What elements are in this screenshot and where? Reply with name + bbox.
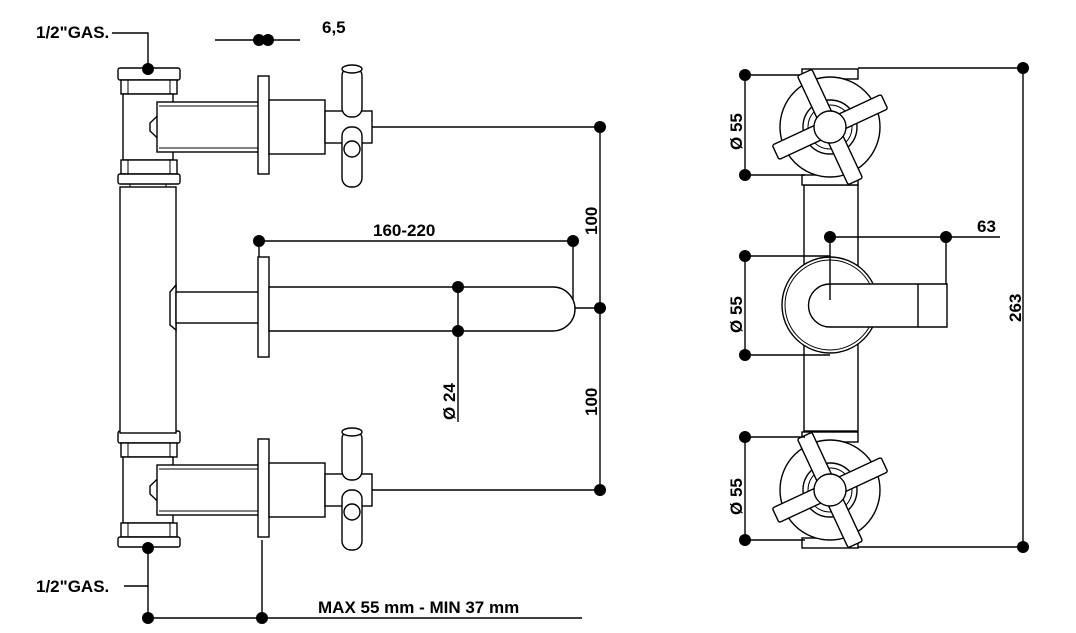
flange-thickness-label: 6,5 <box>322 18 346 37</box>
front-view: Ø 55 Ø 55 Ø 55 63 263 <box>727 46 1029 571</box>
upper-valve <box>117 64 373 188</box>
lever-length-label: 63 <box>977 217 996 236</box>
total-height-label: 263 <box>1006 294 1025 322</box>
upper-spacing-label: 100 <box>582 207 601 235</box>
pipe-column <box>119 184 177 434</box>
side-view: 1/2"GAS. 1/2"GAS. 6,5 100 100 160-220 Ø … <box>36 18 606 624</box>
spout-rosette-diameter-label: Ø 55 <box>727 296 746 333</box>
lower-spacing-label: 100 <box>582 388 601 416</box>
bottom-cross-handle <box>749 409 911 571</box>
depth-range-label: MAX 55 mm - MIN 37 mm <box>318 598 519 617</box>
spout-front <box>781 256 948 354</box>
thread-label-top: 1/2"GAS. <box>36 23 109 42</box>
top-cross-handle <box>749 46 911 208</box>
top-handle-diameter-label: Ø 55 <box>727 113 746 150</box>
spout <box>175 256 576 358</box>
lower-valve <box>117 427 373 551</box>
bottom-handle-diameter-label: Ø 55 <box>727 478 746 515</box>
spout-diameter-label: Ø 24 <box>440 383 459 420</box>
thread-label-bottom: 1/2"GAS. <box>36 577 109 596</box>
spout-length-label: 160-220 <box>373 221 435 240</box>
